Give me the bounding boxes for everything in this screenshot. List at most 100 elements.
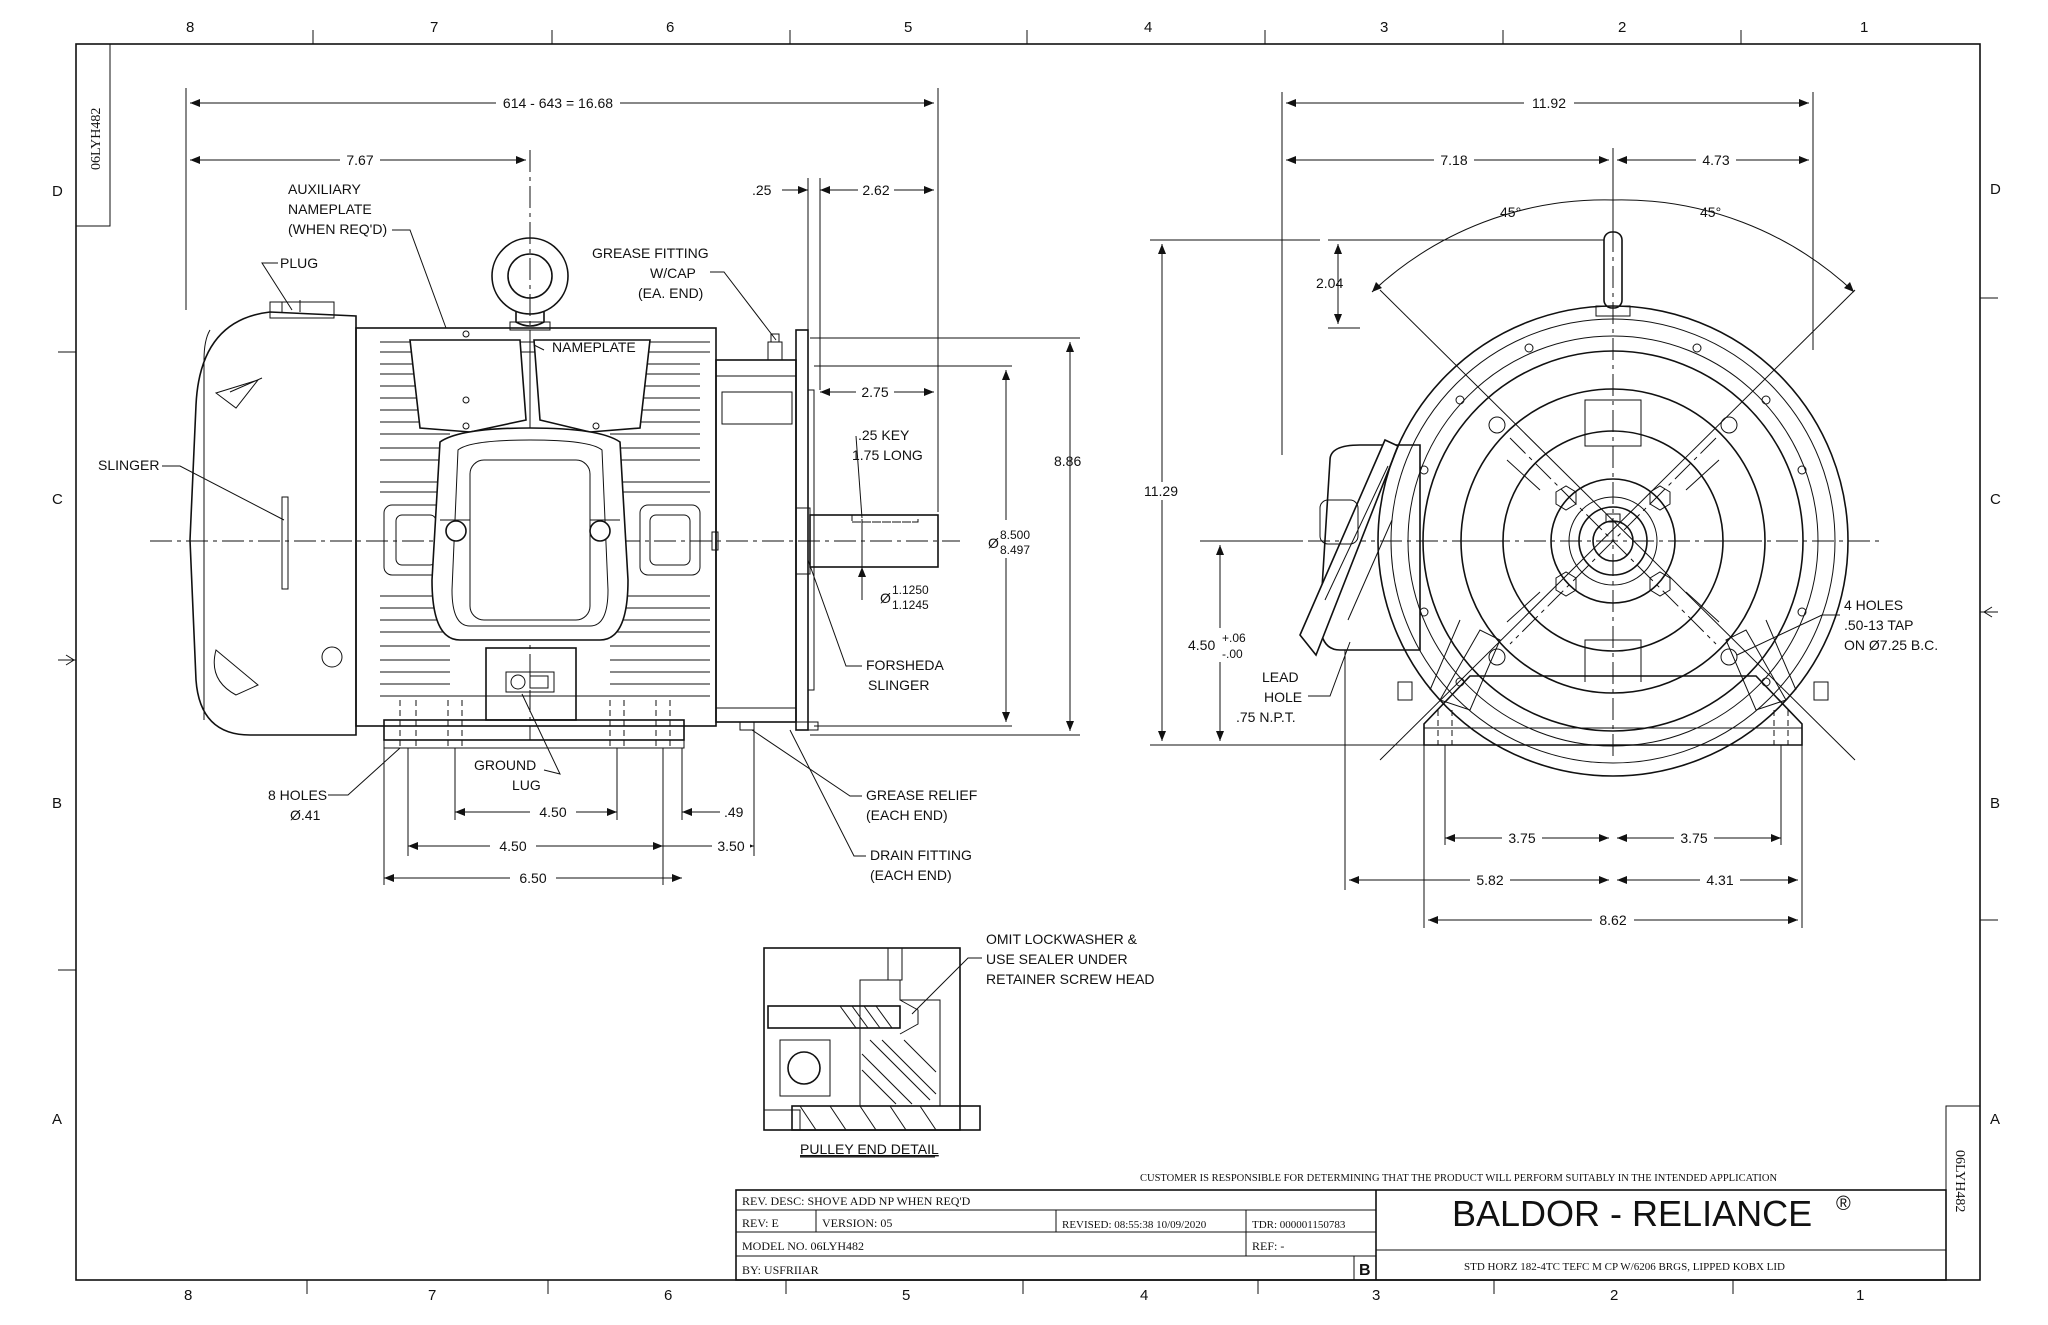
model-number: MODEL NO. 06LYH482 bbox=[742, 1239, 864, 1253]
zone-right-d: D bbox=[1990, 181, 2001, 198]
drawing-id-top: 06LYH482 bbox=[89, 108, 104, 170]
zone-right-a: A bbox=[1990, 1111, 2000, 1128]
side-view-labels: AUXILIARY NAMEPLATE (WHEN REQ'D) PLUG NA… bbox=[98, 181, 977, 883]
zone-bottom-6: 6 bbox=[664, 1287, 672, 1304]
dim-582: 5.82 bbox=[1476, 872, 1503, 888]
label-slinger: SLINGER bbox=[98, 457, 159, 473]
zone-bottom-8: 8 bbox=[184, 1287, 192, 1304]
dim-450-outer: 4.50 bbox=[499, 838, 526, 854]
dim-275: 2.75 bbox=[861, 384, 888, 400]
registered-mark: ® bbox=[1836, 1193, 1851, 1215]
disclaimer: CUSTOMER IS RESPONSIBLE FOR DETERMINING … bbox=[1140, 1173, 1778, 1184]
label-aux-1: AUXILIARY bbox=[288, 181, 362, 197]
label-4-holes-3: ON Ø7.25 B.C. bbox=[1844, 637, 1938, 653]
end-view-dimensions: 11.92 7.18 4.73 45° 45° 2.04 11.29 bbox=[1140, 92, 1855, 929]
end-view-labels: LEAD HOLE .75 N.P.T. 4 HOLES .50-13 TAP … bbox=[1236, 597, 1938, 725]
label-drain-fitting-2: (EACH END) bbox=[870, 867, 952, 883]
dim-204: 2.04 bbox=[1316, 275, 1343, 291]
label-nameplate: NAMEPLATE bbox=[552, 339, 636, 355]
detail-title: PULLEY END DETAIL bbox=[800, 1141, 939, 1157]
zone-top-5: 5 bbox=[904, 19, 912, 36]
rev-description: REV. DESC: SHOVE ADD NP WHEN REQ'D bbox=[742, 1194, 971, 1208]
zone-top-4: 4 bbox=[1144, 19, 1152, 36]
label-ground-2: LUG bbox=[512, 777, 541, 793]
dim-angle-left: 45° bbox=[1500, 204, 1521, 220]
dim-767: 7.67 bbox=[346, 152, 373, 168]
dim-262: 2.62 bbox=[862, 182, 889, 198]
lifting-eye bbox=[491, 237, 569, 331]
dim-pilot-max: 8.500 bbox=[1000, 528, 1030, 542]
drawing-id-box-bottom: 06LYH482 bbox=[1945, 1105, 1981, 1281]
label-lead-hole-3: .75 N.P.T. bbox=[1236, 709, 1296, 725]
motor-description: STD HORZ 182-4TC TEFC M CP W/6206 BRGS, … bbox=[1464, 1261, 1785, 1273]
side-view-dimensions: 614 - 643 = 16.68 7.67 .25 2.62 2.75 8.8… bbox=[185, 88, 1081, 887]
brand-name: BALDOR - RELIANCE bbox=[1452, 1193, 1812, 1234]
dim-350: 3.50 bbox=[717, 838, 744, 854]
end-view bbox=[1200, 230, 1880, 777]
zone-top-7: 7 bbox=[430, 19, 438, 36]
dim-450-inner: 4.50 bbox=[539, 804, 566, 820]
dim-025: .25 bbox=[752, 182, 772, 198]
label-grease-fitting-1: GREASE FITTING bbox=[592, 245, 709, 261]
zone-bottom-5: 5 bbox=[902, 1287, 910, 1304]
zone-left-b: B bbox=[52, 795, 62, 812]
label-4-holes-1: 4 HOLES bbox=[1844, 597, 1903, 613]
sheet-size: B bbox=[1359, 1262, 1371, 1279]
tdr: TDR: 000001150783 bbox=[1252, 1219, 1346, 1231]
zone-left-a: A bbox=[52, 1111, 62, 1128]
label-key-1: .25 KEY bbox=[858, 427, 910, 443]
zone-right-b: B bbox=[1990, 795, 2000, 812]
rev: REV: E bbox=[742, 1216, 779, 1230]
label-grease-relief-1: GREASE RELIEF bbox=[866, 787, 977, 803]
label-grease-fitting-2: W/CAP bbox=[650, 265, 696, 281]
dim-tolerance-plus: +.06 bbox=[1222, 631, 1246, 645]
pulley-end-detail: OMIT LOCKWASHER & USE SEALER UNDER RETAI… bbox=[763, 931, 1155, 1158]
label-8-holes-2: Ø.41 bbox=[290, 807, 321, 823]
dim-375-right: 3.75 bbox=[1680, 830, 1707, 846]
dim-473: 4.73 bbox=[1702, 152, 1729, 168]
dim-431: 4.31 bbox=[1706, 872, 1733, 888]
drawn-by: BY: USFRIIAR bbox=[742, 1263, 819, 1277]
label-lead-hole-2: HOLE bbox=[1264, 689, 1302, 705]
label-grease-fitting-3: (EA. END) bbox=[638, 285, 703, 301]
zone-bottom-2: 2 bbox=[1610, 1287, 1618, 1304]
side-view bbox=[150, 150, 960, 749]
zone-bottom-3: 3 bbox=[1372, 1287, 1380, 1304]
label-ground-1: GROUND bbox=[474, 757, 536, 773]
zone-top-3: 3 bbox=[1380, 19, 1388, 36]
dim-shaft-min: 1.1245 bbox=[892, 598, 929, 612]
label-aux-2: NAMEPLATE bbox=[288, 201, 372, 217]
zone-top-6: 6 bbox=[666, 19, 674, 36]
detail-note-1: OMIT LOCKWASHER & bbox=[986, 931, 1138, 947]
dim-tolerance-minus: -.00 bbox=[1222, 647, 1243, 661]
label-forsheda-2: SLINGER bbox=[868, 677, 929, 693]
dim-pilot-dia-symbol: Ø bbox=[988, 535, 999, 551]
label-lead-hole-1: LEAD bbox=[1262, 669, 1299, 685]
label-drain-fitting-1: DRAIN FITTING bbox=[870, 847, 972, 863]
dim-shaft-dia-symbol: Ø bbox=[880, 590, 891, 606]
dim-overall-length: 614 - 643 = 16.68 bbox=[503, 95, 613, 111]
dim-049: .49 bbox=[724, 804, 744, 820]
zone-top-2: 2 bbox=[1618, 19, 1626, 36]
dim-shaft-max: 1.1250 bbox=[892, 583, 929, 597]
dim-886: 8.86 bbox=[1054, 453, 1081, 469]
label-key-2: 1.75 LONG bbox=[852, 447, 923, 463]
zone-top-8: 8 bbox=[186, 19, 194, 36]
zone-right-c: C bbox=[1990, 491, 2001, 508]
dim-450-shaft-height: 4.50 bbox=[1188, 637, 1215, 653]
zone-bottom-7: 7 bbox=[428, 1287, 436, 1304]
detail-note-3: RETAINER SCREW HEAD bbox=[986, 971, 1155, 987]
label-aux-3: (WHEN REQ'D) bbox=[288, 221, 387, 237]
zone-top-1: 1 bbox=[1860, 19, 1868, 36]
dim-718: 7.18 bbox=[1440, 152, 1467, 168]
dim-1129: 11.29 bbox=[1144, 483, 1178, 499]
label-grease-relief-2: (EACH END) bbox=[866, 807, 948, 823]
detail-note-2: USE SEALER UNDER bbox=[986, 951, 1128, 967]
drawing-id-box-top: 06LYH482 bbox=[75, 43, 111, 227]
revised: REVISED: 08:55:38 10/09/2020 bbox=[1062, 1219, 1207, 1231]
dim-1192: 11.92 bbox=[1532, 95, 1566, 111]
label-8-holes-1: 8 HOLES bbox=[268, 787, 327, 803]
zone-bottom-1: 1 bbox=[1856, 1287, 1864, 1304]
ref: REF: - bbox=[1252, 1239, 1284, 1253]
